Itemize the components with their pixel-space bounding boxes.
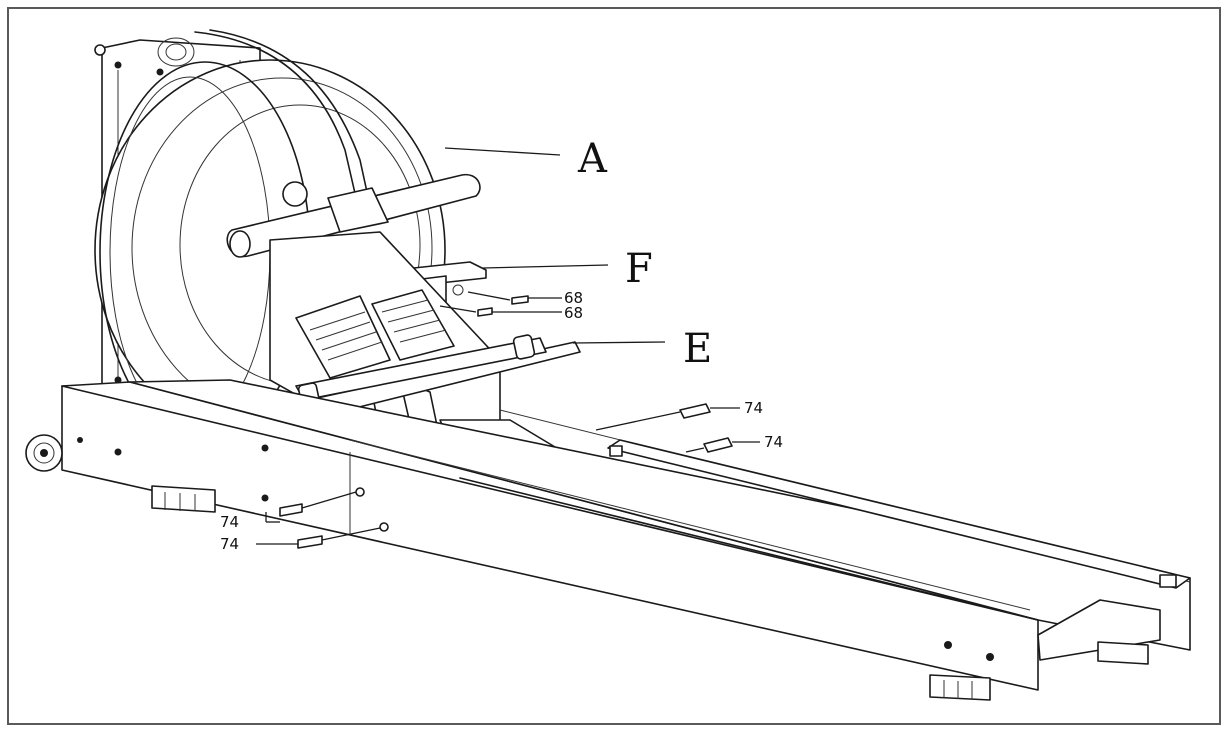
screw-68-group (439, 291, 529, 317)
label-74-left-bottom: 74 (220, 535, 239, 553)
handle-bar (226, 173, 481, 258)
label-74-left-top: 74 (220, 513, 239, 531)
screw-74-right-group (679, 403, 733, 453)
base-feet (151, 485, 1149, 701)
leader-lines (256, 147, 760, 545)
screw-74-left-group (279, 487, 389, 549)
label-74-right-top: 74 (744, 399, 763, 417)
handle-strap (194, 31, 361, 216)
figure-border (7, 7, 1221, 725)
transport-wheel (25, 434, 63, 472)
label-68-bottom: 68 (564, 304, 583, 322)
label-68-top: 68 (564, 289, 583, 307)
label-f: F (625, 246, 653, 292)
handle-strap-edge (209, 29, 373, 216)
label-74-right-bottom: 74 (764, 433, 783, 451)
label-a: A (577, 136, 608, 182)
label-e: E (683, 326, 712, 372)
